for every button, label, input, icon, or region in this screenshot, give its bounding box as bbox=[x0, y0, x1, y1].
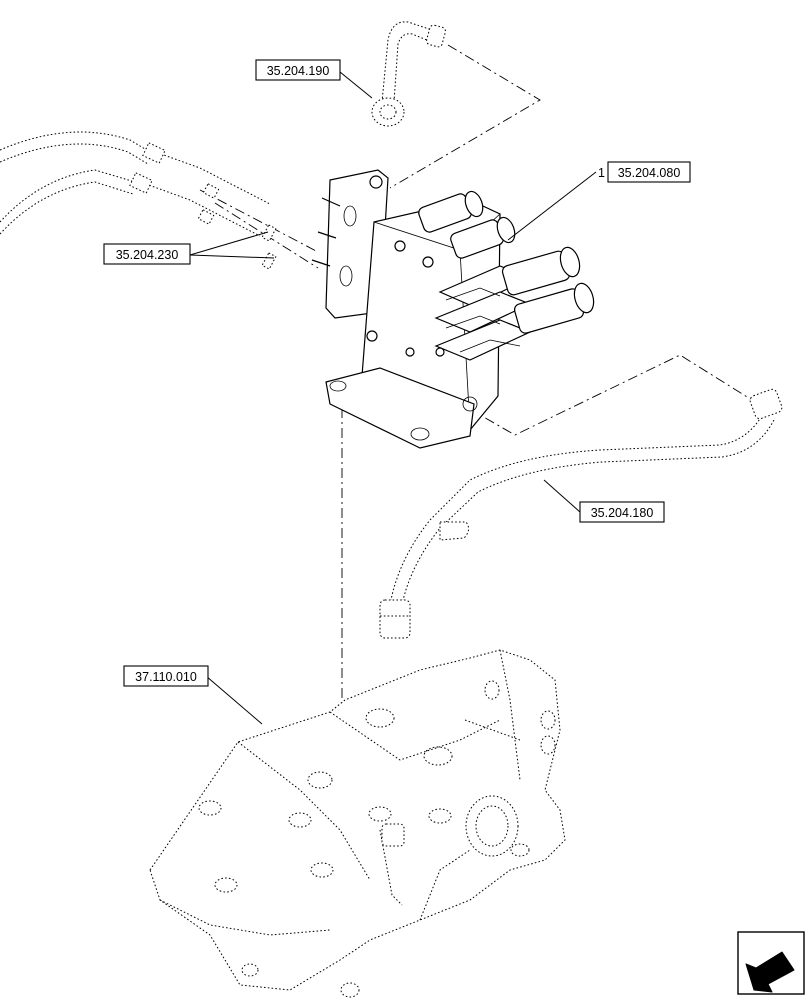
callout-lift-cover[interactable]: 37.110.010 bbox=[123, 665, 209, 687]
callout-top-pipe-text: 35.204.190 bbox=[267, 64, 330, 78]
callout-couplers-text: 35.204.230 bbox=[116, 248, 179, 262]
lift-cover-part bbox=[149, 649, 566, 998]
callout-valve[interactable]: 1 35.204.080 bbox=[598, 161, 691, 183]
top-pipe-part bbox=[371, 21, 446, 127]
hoses-left bbox=[0, 131, 277, 270]
callout-leaders bbox=[189, 71, 597, 725]
callout-return-pipe[interactable]: 35.204.180 bbox=[579, 501, 665, 523]
callout-valve-text: 35.204.080 bbox=[618, 166, 681, 180]
arrow-down-left-icon[interactable] bbox=[737, 931, 805, 995]
callout-return-pipe-text: 35.204.180 bbox=[591, 506, 654, 520]
callout-valve-index: 1 bbox=[598, 166, 605, 180]
callout-lift-cover-text: 37.110.010 bbox=[135, 670, 197, 684]
control-valve-part bbox=[311, 169, 595, 449]
return-pipe-part bbox=[379, 388, 783, 639]
callout-couplers[interactable]: 35.204.230 bbox=[103, 243, 191, 265]
callout-top-pipe[interactable]: 35.204.190 bbox=[255, 59, 341, 81]
